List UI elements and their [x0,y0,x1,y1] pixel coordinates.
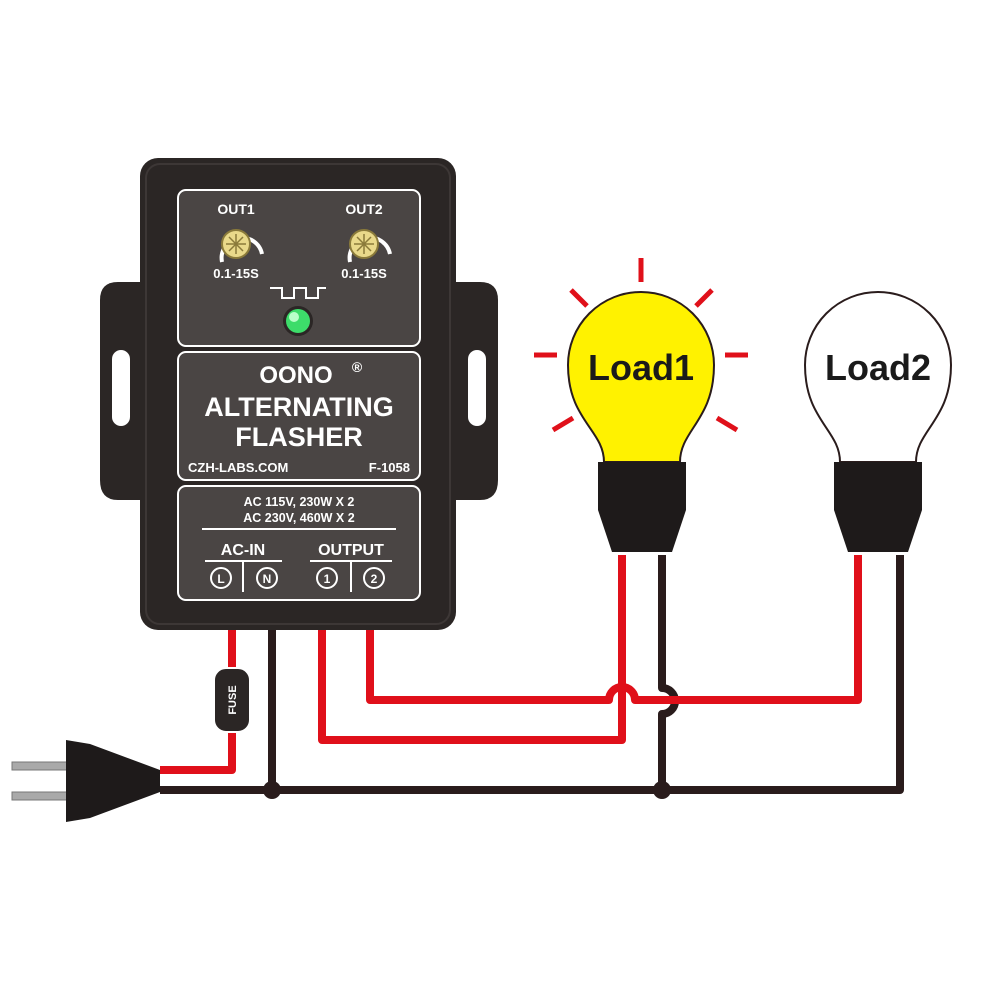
fuse: FUSE [213,667,251,733]
load1-label: Load1 [588,347,694,388]
load2-label: Load2 [825,347,931,388]
terminal-1: 1 [316,567,338,589]
plug-body [66,740,160,822]
load2-bulb: Load2 [803,291,953,552]
live-wire-output1 [318,555,626,744]
plug-prong-bottom [11,791,69,801]
junction-dot-1 [263,781,281,799]
live-wire-output2 [366,555,862,704]
out2-range: 0.1-15S [341,266,387,281]
out1-timer-knob[interactable] [219,229,264,263]
model-label: F-1058 [369,460,410,475]
junction-dot-2 [653,781,671,799]
terminal-1-label: 1 [324,572,331,586]
brand-panel [177,351,421,481]
wires [160,555,904,799]
out2-timer-knob[interactable] [347,229,392,263]
title-line-1: ALTERNATING [204,392,393,422]
out1-range: 0.1-15S [213,266,259,281]
title-line-2: FLASHER [235,422,363,452]
rating-line-2: AC 230V, 460W X 2 [243,511,354,525]
fuse-label: FUSE [227,685,239,714]
website-label: CZH-LABS.COM [188,460,288,475]
terminal-l: L [210,567,232,589]
terminal-n: N [256,567,278,589]
light-rays [534,258,748,433]
neutral-wire-main [160,555,904,794]
terminal-l-label: L [217,572,224,586]
out2-label: OUT2 [345,201,383,217]
status-led [283,306,313,336]
output-label: OUTPUT [318,542,384,559]
terminal-panel [177,485,421,601]
load1-glass [566,291,716,463]
timer-panel [177,189,421,347]
load1-base [598,462,686,552]
rating-line-1: AC 115V, 230W X 2 [244,495,355,509]
square-wave-icon [270,287,326,299]
load2-glass [803,291,953,463]
terminal-2: 2 [363,567,385,589]
plug-prong-top [11,761,69,771]
load2-base [834,462,922,552]
ac-in-label: AC-IN [221,542,265,559]
terminal-2-label: 2 [371,572,378,586]
brand-name: OONO [259,362,332,389]
flasher-device: OUT1 OUT2 0.1-15S 0.1-15S [100,158,498,630]
neutral-wire-load1 [658,555,679,790]
load1-bulb: Load1 [534,258,748,552]
terminal-n-label: N [263,572,272,586]
brand-registered-mark: ® [352,359,363,375]
out1-label: OUT1 [217,201,255,217]
power-plug [11,740,160,822]
